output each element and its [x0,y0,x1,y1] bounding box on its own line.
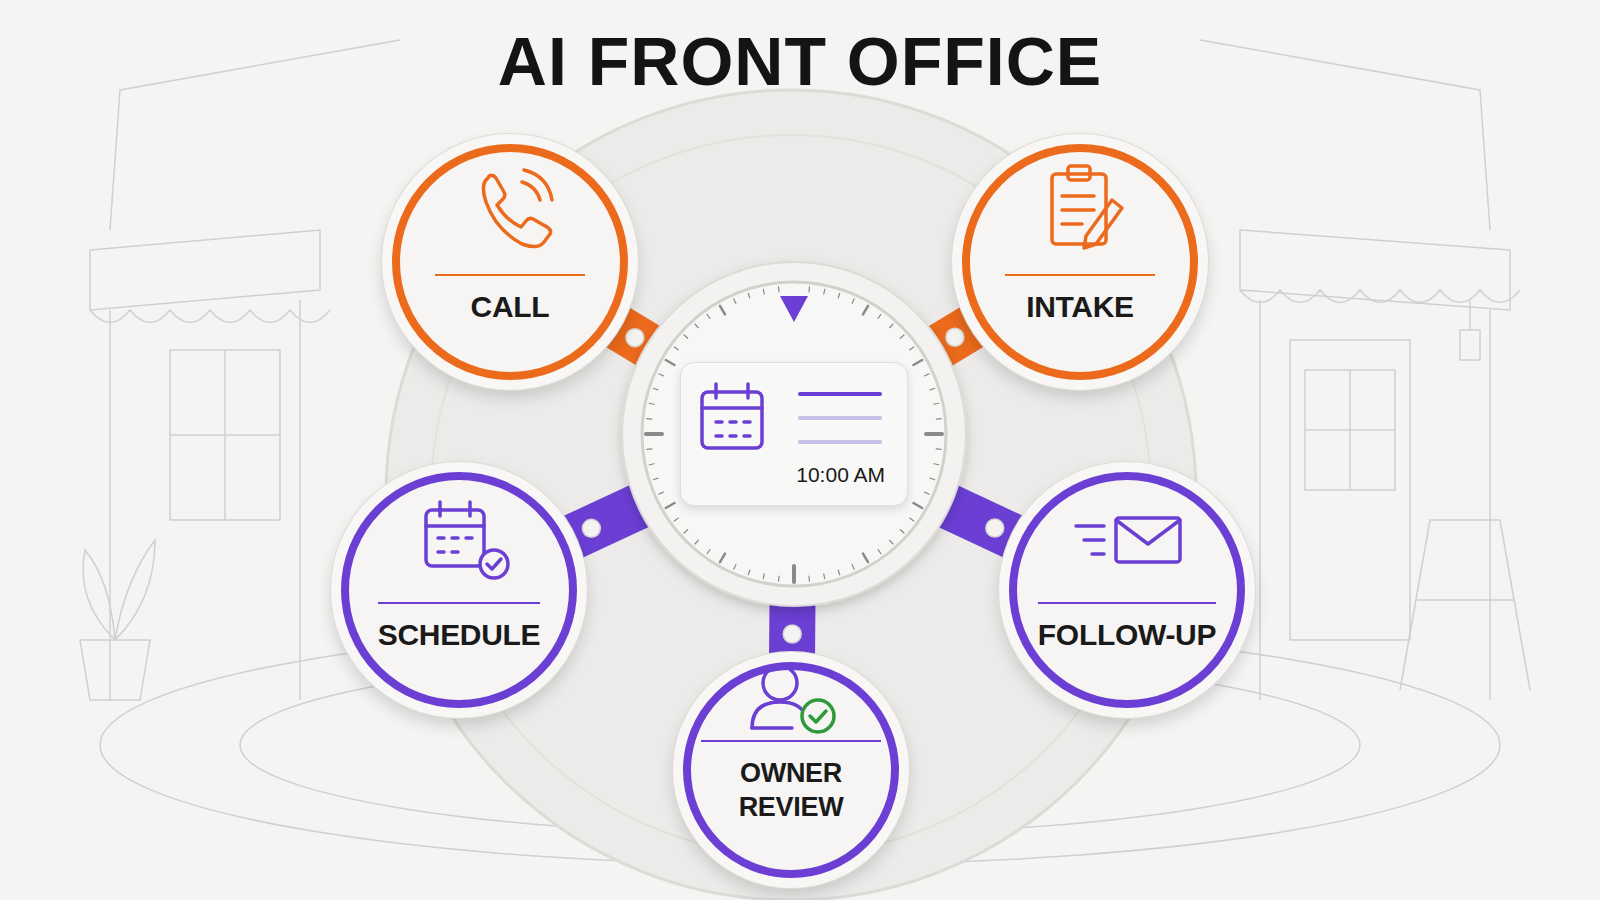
person-check-icon [752,666,834,732]
clock-tick [934,403,939,404]
clock-tick [852,565,854,570]
clock-tick [684,335,688,338]
clock-tick [930,478,935,480]
clock-tick [695,540,698,544]
clock-tick [936,448,941,450]
clock-tick [695,324,698,328]
time-label: 10:00 AM [796,463,885,487]
step-label: OWNER REVIEW [701,740,881,824]
clock-tick [734,299,736,304]
clock-tick [910,347,914,350]
clock-tick [890,324,893,328]
clock-tick [649,464,654,465]
step-circle: SCHEDULE [341,472,577,708]
clock-tick [653,478,658,480]
clock-tick [925,374,930,376]
connector-pin [582,519,600,537]
connector-pin [626,329,644,347]
clock-tick [878,314,881,318]
step-label: CALL [435,274,585,324]
time-card: 10:00 AM [680,362,908,506]
clock-tick [649,403,654,404]
clock-tick [734,565,736,570]
clipboard-icon [1052,166,1122,248]
step-label: INTAKE [1005,274,1155,324]
clock-tick [707,550,710,554]
clock-tick [890,540,893,544]
clock-face [642,282,946,586]
clock-tick [914,503,923,508]
clock-tick [863,306,868,315]
clock-tick [763,574,764,579]
clock-tick [926,432,942,436]
clock-tick [659,492,664,494]
clock-tick [930,388,935,390]
clock-tick [778,287,780,292]
connector-pin [986,519,1004,537]
clock-tick [925,492,930,494]
clock-tick [707,314,710,318]
clock-tick [674,518,678,521]
clock-tick [838,570,840,575]
clock-tick [808,287,810,292]
clock-tick [838,293,840,298]
clock-tick [900,530,904,533]
envelope-icon [1076,518,1180,562]
clock-tick [748,293,750,298]
clock-pointer [780,296,808,322]
step-circle: CALL [392,144,628,380]
clock-tick [674,347,678,350]
step-circle: FOLLOW-UP [1009,472,1245,708]
clock-tick [910,518,914,521]
clock-tick [914,360,923,365]
clock-tick [778,576,780,581]
clock-tick [824,574,825,579]
clock-tick [878,550,881,554]
step-label: SCHEDULE [378,602,541,652]
clock-tick [748,570,750,575]
card-calendar-icon [702,384,762,448]
step-circle: INTAKE [962,144,1198,380]
clock-tick [653,388,658,390]
title: AI FRONT OFFICE [0,22,1600,100]
clock-tick [852,299,854,304]
card-lines [800,394,880,442]
clock-tick [763,289,764,294]
step-circle: OWNER REVIEW [683,662,899,878]
clock-tick [824,289,825,294]
clock-tick [936,418,941,420]
clock-tick [647,448,652,450]
clock-tick [808,576,810,581]
connector-pin [946,328,964,346]
clock-tick [659,374,664,376]
clock-tick [720,306,725,315]
connector-pin [783,625,801,643]
clock-tick [666,360,675,365]
clock-ticks [646,287,942,582]
clock-tick [934,464,939,465]
calendar-check-icon [426,502,508,578]
clock-rim [622,262,966,606]
clock-tick [646,432,662,436]
step-label: FOLLOW-UP [1038,602,1216,652]
clock-tick [684,530,688,533]
clock-tick [666,503,675,508]
clock-tick [647,418,652,420]
clock-tick [863,554,868,563]
clock-tick [720,554,725,563]
clock-tick [900,335,904,338]
phone-icon [483,170,552,247]
clock-tick [792,566,796,582]
